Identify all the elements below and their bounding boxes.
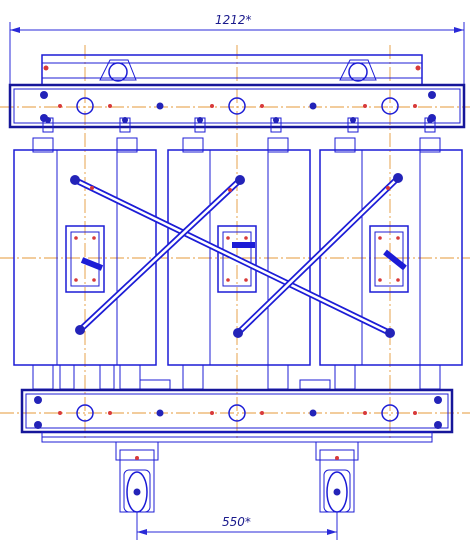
overall-width-label: 1212* [215,13,252,27]
wheel-left [115,441,159,513]
overall-width-dimension: 1212* [9,13,465,86]
wheel-spacing-dimension: 550* [136,512,338,540]
cross-busbars [70,173,407,338]
upper-lifting-frame [41,54,423,86]
wheel-right [315,441,359,513]
busbar-1 [73,177,392,336]
coil-phase-b [167,137,311,366]
busbar-2 [77,177,243,333]
top-terminal-bolts [42,117,436,133]
base-frame [41,431,433,443]
busbar-3 [235,175,401,336]
lower-spacers [32,364,441,390]
busbar-4 [80,242,407,271]
wheel-spacing-label: 550* [222,515,251,529]
